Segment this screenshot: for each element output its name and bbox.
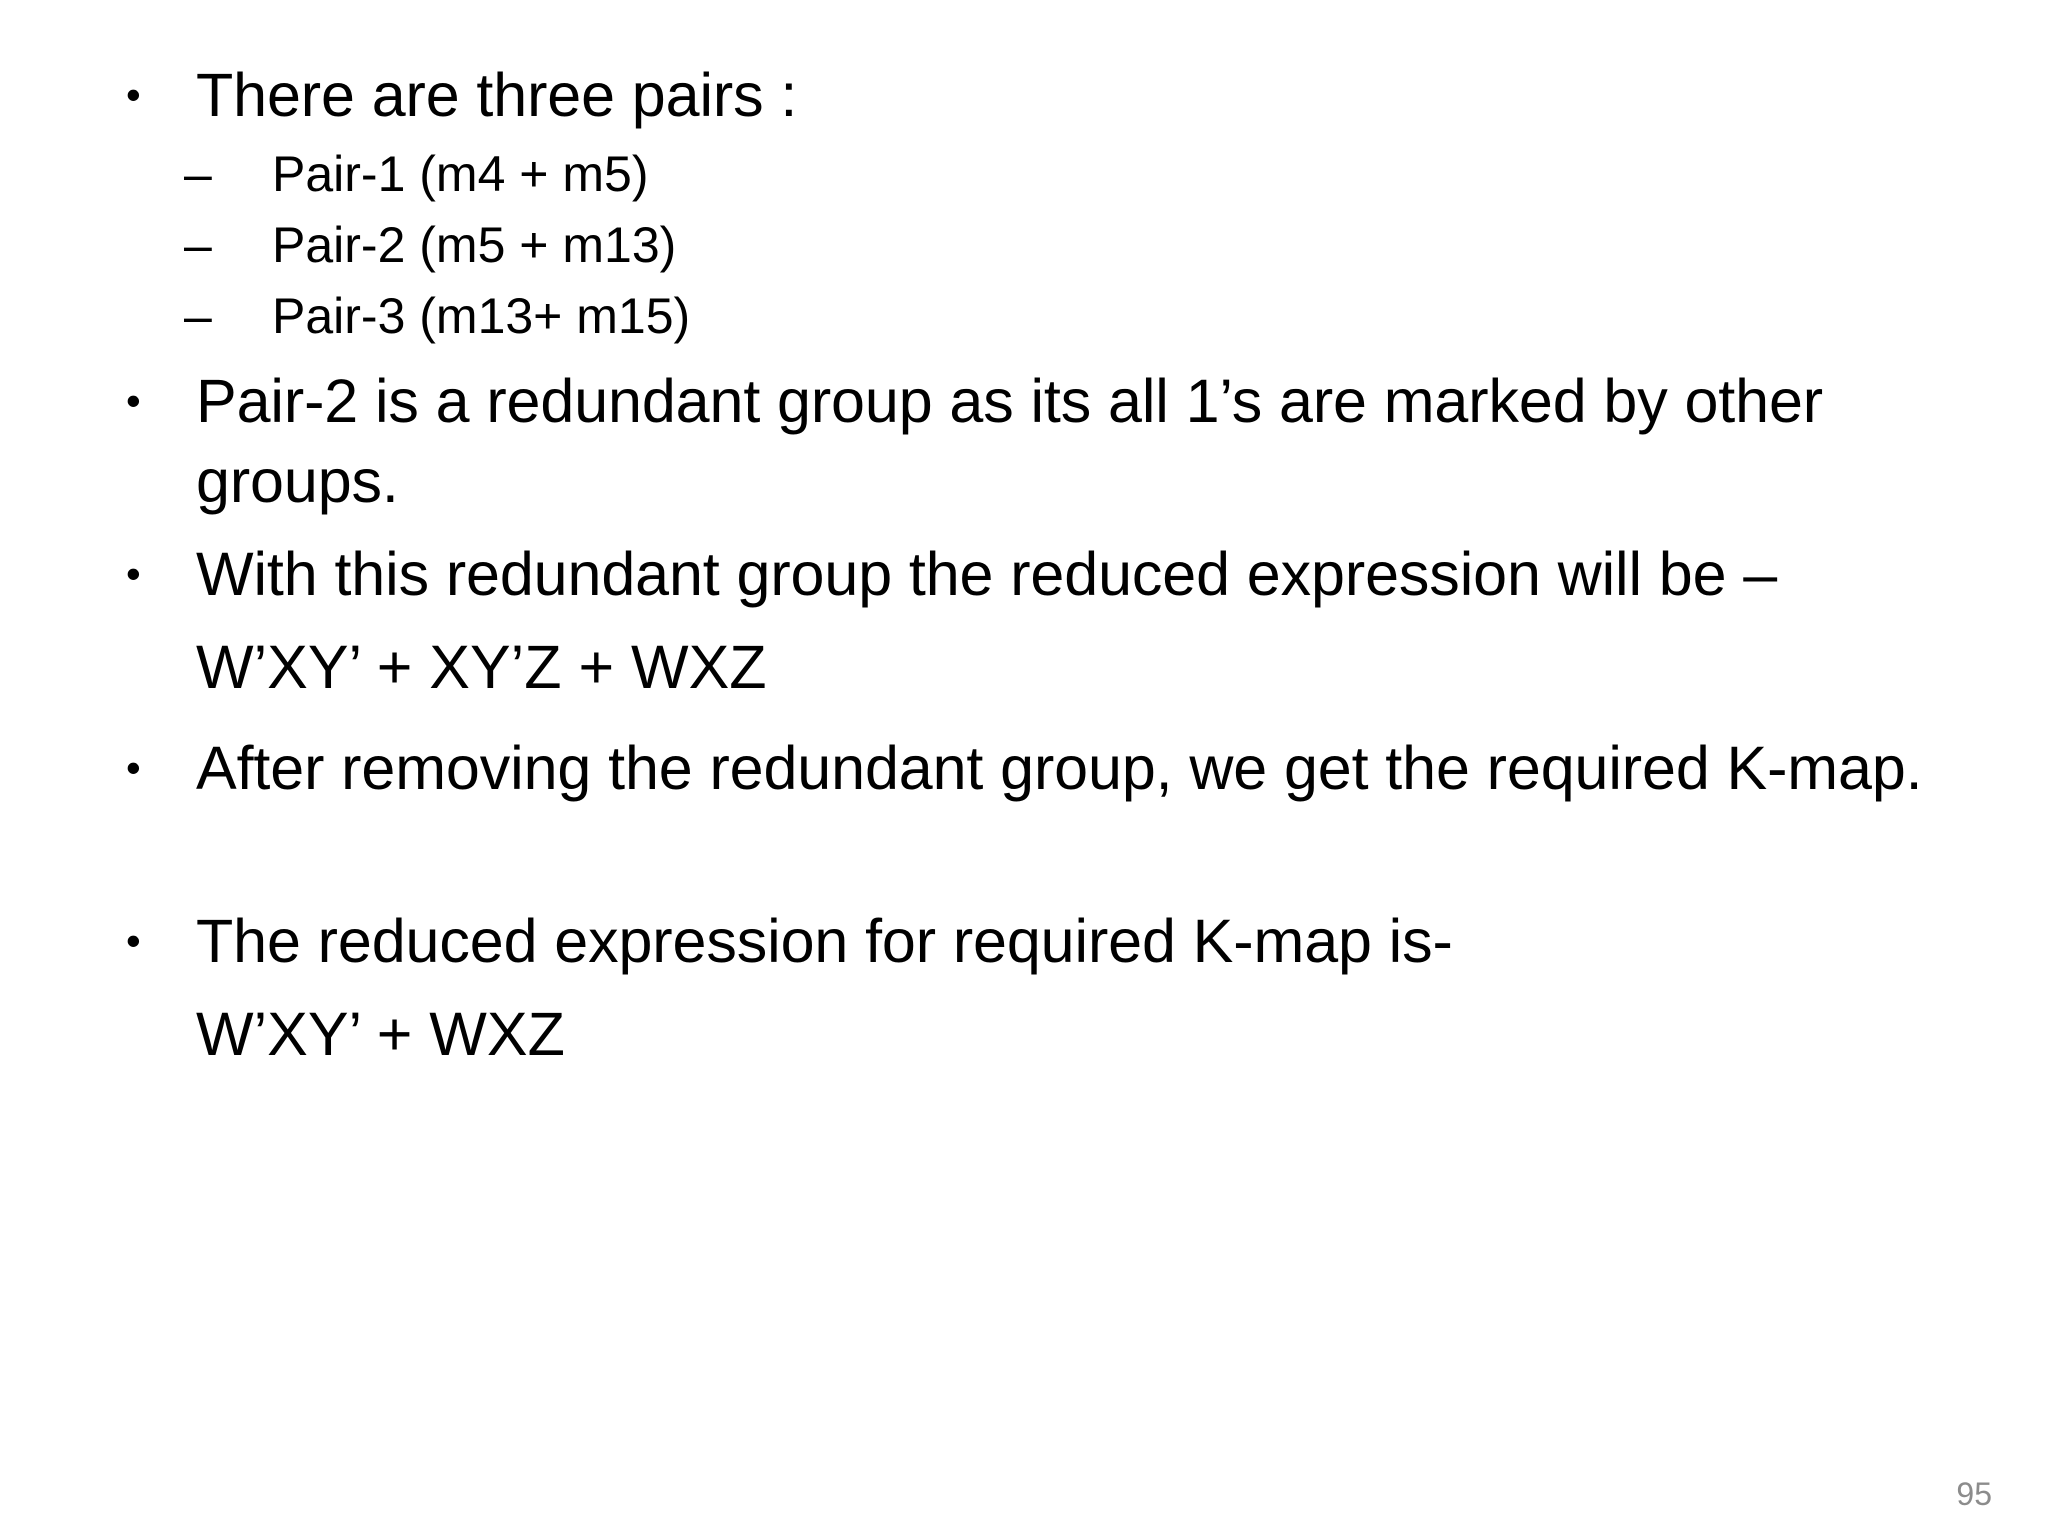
bullet-dot-icon: •: [126, 377, 141, 425]
bullet-text: After removing the redundant group, we g…: [196, 734, 1923, 803]
expression-text: W’XY’ + WXZ: [196, 1000, 565, 1069]
bullet-item-with-redundant-group: • With this redundant group the reduced …: [112, 535, 1952, 614]
sub-bullet-item-pair-2: – Pair-2 (m5 + m13): [112, 210, 1952, 281]
bullet-dot-icon: •: [126, 549, 141, 597]
sub-bullet-item-pair-1: – Pair-1 (m4 + m5): [112, 139, 1952, 210]
block-spacer: [112, 711, 1952, 729]
dash-bullet-icon: –: [184, 217, 212, 274]
expression-line-with-redundant-group: W’XY’ + XY’Z + WXZ: [112, 628, 1952, 707]
sub-bullet-text: Pair-3 (m13+ m15): [272, 288, 691, 345]
bullet-item-after-removing-redundant-group: • After removing the redundant group, we…: [112, 729, 1952, 888]
page-number: 95: [1956, 1476, 1992, 1512]
block-spacer: [112, 618, 1952, 628]
block-spacer: [112, 892, 1952, 902]
expression-line-required-kmap: W’XY’ + WXZ: [112, 995, 1952, 1074]
expression-text: W’XY’ + XY’Z + WXZ: [196, 633, 767, 702]
bullet-dot-icon: •: [126, 744, 141, 792]
bullet-text: The reduced expression for required K-ma…: [196, 907, 1453, 976]
bullet-text: There are three pairs :: [196, 61, 798, 129]
block-spacer: [112, 525, 1952, 535]
bullet-dot-icon: •: [126, 71, 141, 118]
sub-bullet-item-pair-3: – Pair-3 (m13+ m15): [112, 281, 1952, 352]
sub-bullet-text: Pair-2 (m5 + m13): [272, 217, 677, 274]
bullet-text: Pair-2 is a redundant group as its all 1…: [196, 367, 1823, 515]
bullet-item-pair-2-redundant: • Pair-2 is a redundant group as its all…: [112, 362, 1952, 521]
bullet-text: With this redundant group the reduced ex…: [196, 539, 1778, 608]
dash-bullet-icon: –: [184, 288, 212, 345]
block-spacer: [112, 352, 1952, 362]
dash-bullet-icon: –: [184, 146, 212, 203]
sub-bullet-text: Pair-1 (m4 + m5): [272, 146, 649, 203]
bullet-dot-icon: •: [126, 917, 141, 965]
bullet-item-reduced-expression-for-kmap: • The reduced expression for required K-…: [112, 902, 1952, 981]
block-spacer: [112, 985, 1952, 995]
slide-content-body: • There are three pairs : – Pair-1 (m4 +…: [112, 56, 1952, 1079]
bullet-item-there-are-three-pairs: • There are three pairs :: [112, 56, 1952, 135]
